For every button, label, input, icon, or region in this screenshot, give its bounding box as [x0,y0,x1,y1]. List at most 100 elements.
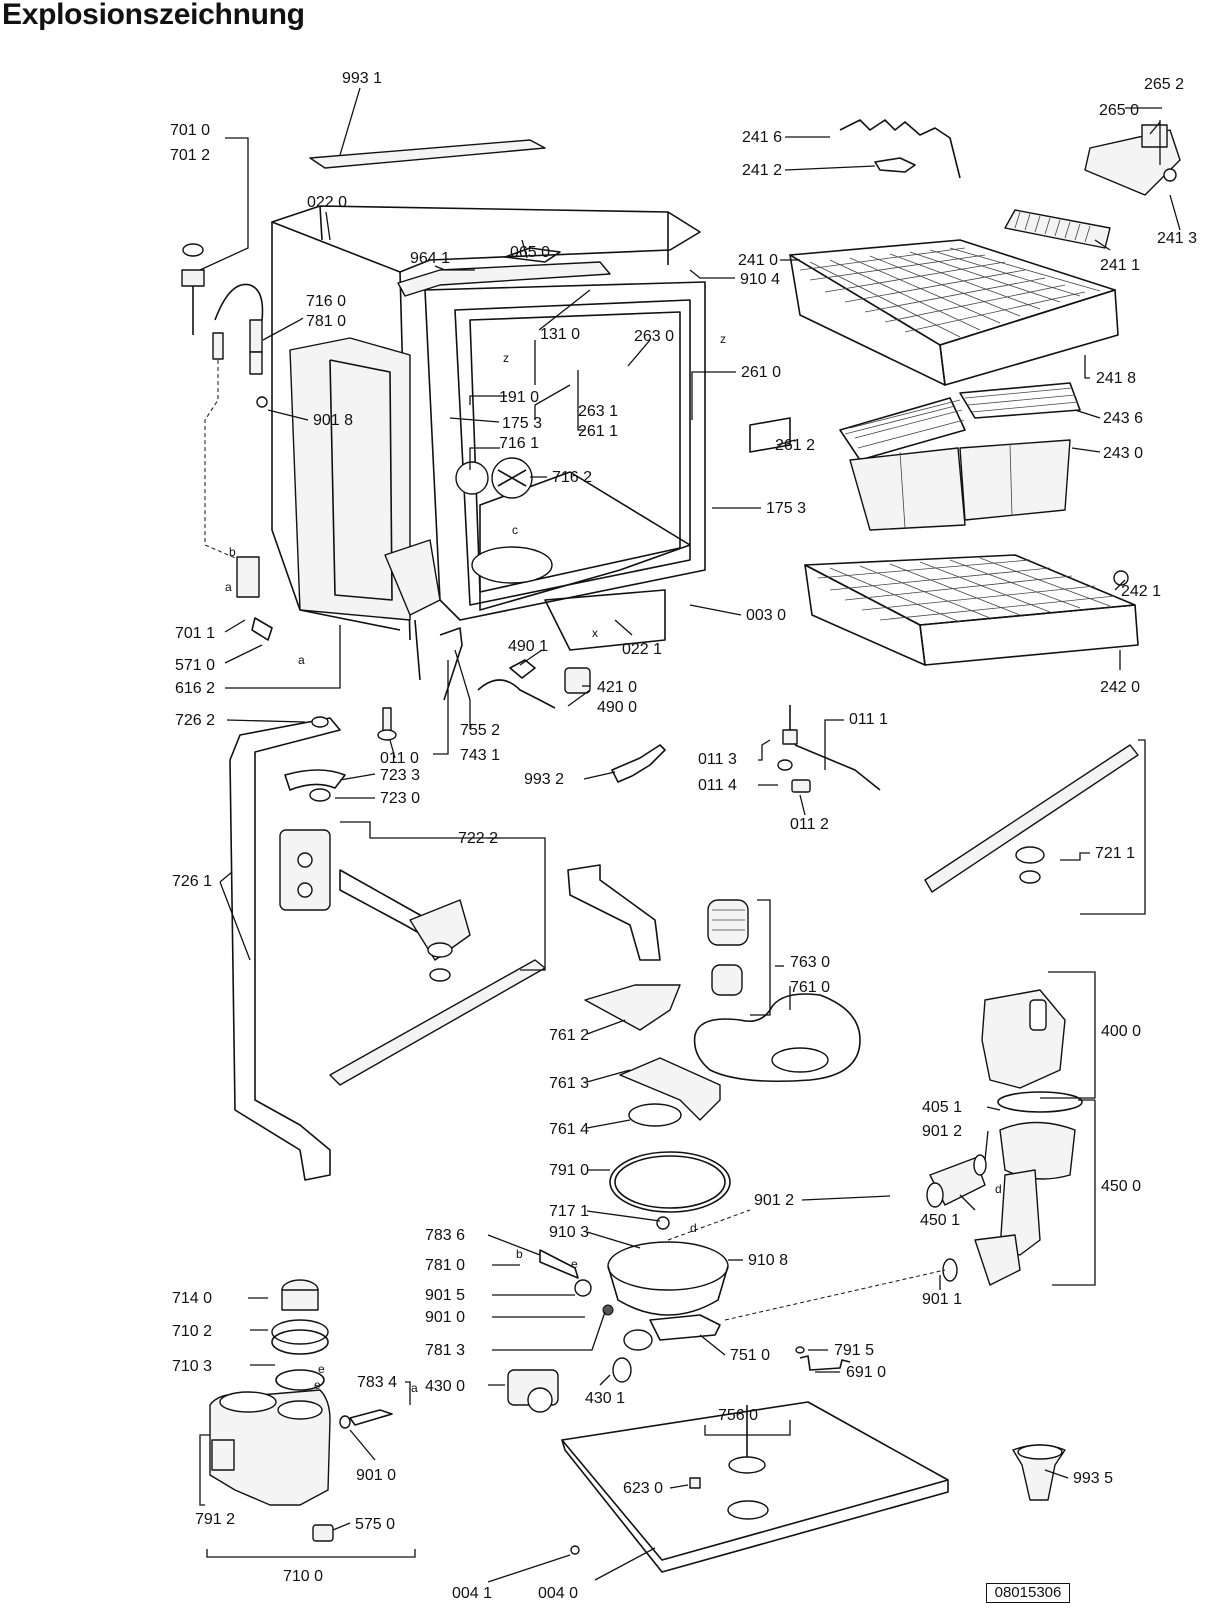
callout-label: 263 0 [634,328,674,345]
reference-mark: z [503,351,509,365]
callout-label: 242 1 [1121,583,1161,600]
callout-label: 011 1 [849,711,888,728]
callout-label: 761 0 [790,979,830,996]
callout-label: 723 3 [380,767,420,784]
callout-label: 726 2 [175,712,215,729]
callout-label: 241 6 [742,129,782,146]
callout-label: 004 1 [452,1585,492,1602]
top-rail-drawing [839,119,1181,196]
callout-label: 993 2 [524,771,564,788]
lower-basket-drawing [804,554,1139,666]
reference-mark: z [720,332,726,346]
callout-label: 022 1 [622,641,662,658]
callout-label: 723 0 [380,790,420,807]
reference-mark: b [229,545,236,559]
callout-label: 726 1 [172,873,212,890]
callout-label: 261 1 [578,423,618,440]
callout-label: 901 2 [922,1123,962,1140]
callout-label: 761 4 [549,1121,589,1138]
callout-label: 783 6 [425,1227,465,1244]
inlet-hose-drawing [181,243,273,641]
pump-drawing [724,989,1083,1321]
callout-label: 901 1 [922,1291,962,1308]
callout-label: 743 1 [460,747,500,764]
callout-label: 011 0 [380,750,419,767]
callout-label: 761 3 [549,1075,589,1092]
reference-mark: a [225,580,232,594]
reference-marks: z z b a a c x d d b e e a e [225,332,1002,1395]
callout-label: 910 4 [740,271,780,288]
callout-label: 716 1 [499,435,539,452]
callout-label: 011 2 [790,816,829,833]
callout-label: 791 5 [834,1342,874,1359]
callout-label: 242 0 [1100,679,1140,696]
misc-parts-drawing [377,627,1066,1501]
callout-labels: 993 1 701 0 701 2 022 0 964 1 065 0 910 … [170,70,1197,1602]
reference-mark: a [298,653,305,667]
reference-mark: d [995,1182,1002,1196]
callout-label: 910 3 [549,1224,589,1241]
callout-label: 175 3 [502,415,542,432]
callout-label: 781 0 [425,1257,465,1274]
document-number-box: 08015306 [986,1583,1070,1603]
callout-label: 716 0 [306,293,346,310]
callout-label: 964 1 [410,250,450,267]
leader-lines [199,87,1181,1583]
filter-drawing [567,864,861,1230]
callout-label: 175 3 [766,500,806,517]
callout-label: 623 0 [623,1480,663,1497]
reference-mark: a [411,1381,418,1395]
callout-label: 714 0 [172,1290,212,1307]
callout-label: 901 5 [425,1287,465,1304]
callout-label: 243 0 [1103,445,1143,462]
callout-label: 910 8 [748,1252,788,1269]
spray-tube-drawing [229,716,346,1181]
callout-label: 430 0 [425,1378,465,1395]
callout-label: 901 8 [313,412,353,429]
callout-label: 241 1 [1100,257,1140,274]
callout-label: 261 2 [775,437,815,454]
callout-label: 022 0 [307,194,347,211]
callout-label: 716 2 [552,469,592,486]
callout-label: 710 3 [172,1358,212,1375]
callout-label: 241 2 [742,162,782,179]
callout-label: 701 2 [170,147,210,164]
callout-label: 701 1 [175,625,215,642]
callout-label: 405 1 [922,1099,962,1116]
top-seal-strip-drawing [309,139,546,169]
upper-spray-arm-drawing [329,869,546,1086]
upper-basket-drawing [789,239,1119,386]
document-number: 08015306 [994,1584,1062,1601]
tub-body-drawing [271,205,706,681]
callout-label: 490 1 [508,638,548,655]
callout-label: 131 0 [540,326,580,343]
callout-label: 901 0 [425,1309,465,1326]
callout-label: 243 6 [1103,410,1143,427]
callout-label: 761 2 [549,1027,589,1044]
reference-mark: e [571,1257,578,1271]
callout-label: 450 0 [1101,1178,1141,1195]
reference-mark: c [512,523,518,537]
cutlery-baskets-drawing [749,382,1081,531]
callout-label: 265 0 [1099,102,1139,119]
callout-label: 261 0 [741,364,781,381]
callout-label: 011 3 [698,751,737,768]
callout-label: 003 0 [746,607,786,624]
callout-label: 763 0 [790,954,830,971]
callout-label: 993 5 [1073,1470,1113,1487]
sump-drawing [507,1209,751,1413]
callout-label: 575 0 [355,1516,395,1533]
reference-mark: e [318,1362,325,1376]
reference-mark: d [690,1221,697,1235]
callout-label: 791 2 [195,1511,235,1528]
callout-label: 450 1 [920,1212,960,1229]
base-tray-drawing [561,1401,949,1573]
reference-mark: b [516,1247,523,1261]
callout-label: 781 3 [425,1342,465,1359]
callout-label: 691 0 [846,1364,886,1381]
callout-label: 265 2 [1144,76,1184,93]
callout-label: 701 0 [170,122,210,139]
callout-label: 241 0 [738,252,778,269]
cutlery-holder-drawing [1004,209,1111,249]
